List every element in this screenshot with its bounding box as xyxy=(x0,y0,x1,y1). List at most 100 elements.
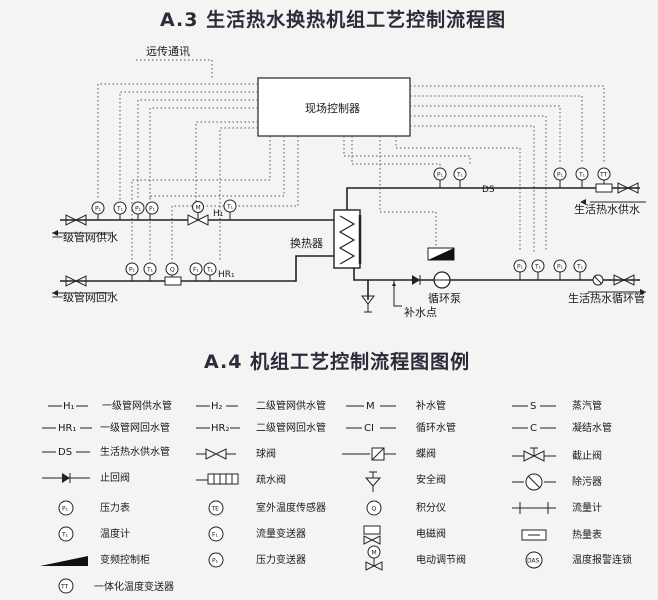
legend-item: M 补水管 xyxy=(346,399,446,412)
svg-text:压力变送器: 压力变送器 xyxy=(256,553,306,566)
svg-text:生活热水供水管: 生活热水供水管 xyxy=(100,445,170,458)
legend-item: HR₁ 一级管网回水管 xyxy=(42,421,170,434)
arrow-head xyxy=(392,282,396,286)
primary-return-instruments: P₁ T₁ Q F₁ T₁ xyxy=(125,262,217,286)
arrow-head xyxy=(580,199,586,205)
heat-exchanger xyxy=(333,209,362,269)
pressure-gauge-symbol: P₁ xyxy=(149,206,156,213)
field-controller-box xyxy=(257,77,411,137)
signal-lines xyxy=(97,83,605,262)
legend-item: TE 室外温度传感器 xyxy=(208,500,326,516)
temp-transmitter-symbol: TT xyxy=(599,172,608,179)
heat-meter-icon xyxy=(164,276,182,286)
legend-item: 流量计 xyxy=(512,501,602,514)
svg-text:球阀: 球阀 xyxy=(256,447,276,460)
dhw-return-valve xyxy=(613,274,635,286)
svg-text:温度计: 温度计 xyxy=(100,527,130,540)
svg-text:二级管网回水管: 二级管网回水管 xyxy=(256,421,326,434)
svg-text:TT: TT xyxy=(60,584,69,591)
svg-text:疏水阀: 疏水阀 xyxy=(256,473,286,486)
safety-valve xyxy=(361,295,375,313)
line-hr1-label: HR₁ xyxy=(218,270,235,280)
dhw-return-pipe xyxy=(353,268,640,281)
dhw-return-instruments: P₁ T₁ P₁ T₁ xyxy=(513,259,587,280)
signal-line xyxy=(410,105,561,164)
svg-text:M: M xyxy=(372,550,377,557)
legend-item: P₁ 压力变送器 xyxy=(208,552,306,568)
legend-item: DS 生活热水供水管 xyxy=(42,445,170,458)
svg-text:P₁: P₁ xyxy=(212,558,219,565)
flow-section: 远传通讯 现场控制器 H₁ xyxy=(52,45,646,319)
svg-text:止回阀: 止回阀 xyxy=(100,471,130,484)
svg-text:二级管网供水管: 二级管网供水管 xyxy=(256,399,326,412)
svg-text:安全阀: 安全阀 xyxy=(416,473,446,486)
svg-text:除污器: 除污器 xyxy=(572,475,602,488)
svg-text:Q: Q xyxy=(372,506,377,513)
svg-text:蝶阀: 蝶阀 xyxy=(416,447,436,460)
signal-line xyxy=(219,127,258,262)
pump-label: 循环泵 xyxy=(428,292,461,305)
integrator-symbol: Q xyxy=(170,267,175,274)
arrow-head xyxy=(52,230,58,236)
primary-supply-instruments: P₁ T₁ P₁ P₁ T₁ xyxy=(91,199,237,220)
signal-line xyxy=(410,115,547,252)
signal-line xyxy=(195,121,258,210)
legend-item: 截止阀 xyxy=(512,447,602,462)
legend-item: Q 积分仪 xyxy=(366,500,446,516)
svg-text:一级管网供水管: 一级管网供水管 xyxy=(102,399,172,412)
legend-item: H₁ 一级管网供水管 xyxy=(48,399,172,412)
svg-text:变频控制柜: 变频控制柜 xyxy=(100,553,150,566)
dhw-return-label: 生活热水循环管 xyxy=(568,291,645,305)
signal-line xyxy=(149,107,258,200)
thermometer-symbol: T₁ xyxy=(146,267,154,274)
legend-item: 除污器 xyxy=(512,473,602,491)
legend-item: 球阀 xyxy=(196,447,276,460)
circulation-pump xyxy=(433,271,451,289)
svg-text:蒸汽管: 蒸汽管 xyxy=(572,399,602,412)
legend-item: CI 循环水管 xyxy=(346,421,456,434)
signal-line xyxy=(343,136,471,166)
legend-item: HR₂ 二级管网回水管 xyxy=(196,421,326,434)
remote-comm-link xyxy=(136,59,213,80)
signal-line xyxy=(131,136,271,262)
svg-text:HR₂: HR₂ xyxy=(211,423,229,434)
legend-item: 变频控制柜 xyxy=(40,553,150,566)
legend-item: C 凝结水管 xyxy=(512,421,612,434)
legend-item: F₁ 流量变送器 xyxy=(208,526,306,542)
makeup-point-line xyxy=(393,280,402,307)
motorized-valve-symbol: M xyxy=(196,205,201,212)
arrow-head xyxy=(52,290,58,296)
legend-item: M 电动调节阀 xyxy=(365,545,466,571)
thermometer-symbol: T₁ xyxy=(226,204,234,211)
thermometer-symbol: T₁ xyxy=(456,172,464,179)
svg-text:M: M xyxy=(366,401,375,412)
svg-text:凝结水管: 凝结水管 xyxy=(572,421,612,434)
dhw-supply-pipe xyxy=(346,187,640,210)
svg-text:DAS: DAS xyxy=(527,558,540,565)
pressure-gauge-symbol: P₁ xyxy=(557,264,564,271)
svg-text:压力表: 压力表 xyxy=(100,501,130,514)
line-h1-label: H₁ xyxy=(213,209,224,219)
thermometer-symbol: T₁ xyxy=(206,267,214,274)
svg-text:H₂: H₂ xyxy=(211,401,223,412)
legend-item: 安全阀 xyxy=(364,471,446,492)
svg-text:HR₁: HR₁ xyxy=(58,423,76,434)
svg-text:截止阀: 截止阀 xyxy=(572,449,602,462)
legend-item: T₁ 温度计 xyxy=(58,526,130,542)
signal-line xyxy=(410,95,583,164)
motorized-valve: M xyxy=(187,201,209,226)
svg-text:F₁: F₁ xyxy=(212,532,218,539)
svg-text:C: C xyxy=(530,423,537,434)
legend-item: 止回阀 xyxy=(42,471,130,484)
legend-item: 热量表 xyxy=(521,528,602,541)
signal-line xyxy=(97,83,258,200)
legend-item: S 蒸汽管 xyxy=(512,399,602,412)
primary-return-valve xyxy=(65,275,87,287)
svg-text:电动调节阀: 电动调节阀 xyxy=(416,553,466,566)
signal-line xyxy=(137,99,258,200)
legend-section: H₁ 一级管网供水管 H₂ 二级管网供水管 M 补水管 S 蒸汽管 HR₁ 一级… xyxy=(40,399,632,594)
svg-text:P₁: P₁ xyxy=(62,506,69,513)
svg-text:电磁阀: 电磁阀 xyxy=(416,527,446,540)
dhw-supply-label: 生活热水供水 xyxy=(574,202,640,216)
